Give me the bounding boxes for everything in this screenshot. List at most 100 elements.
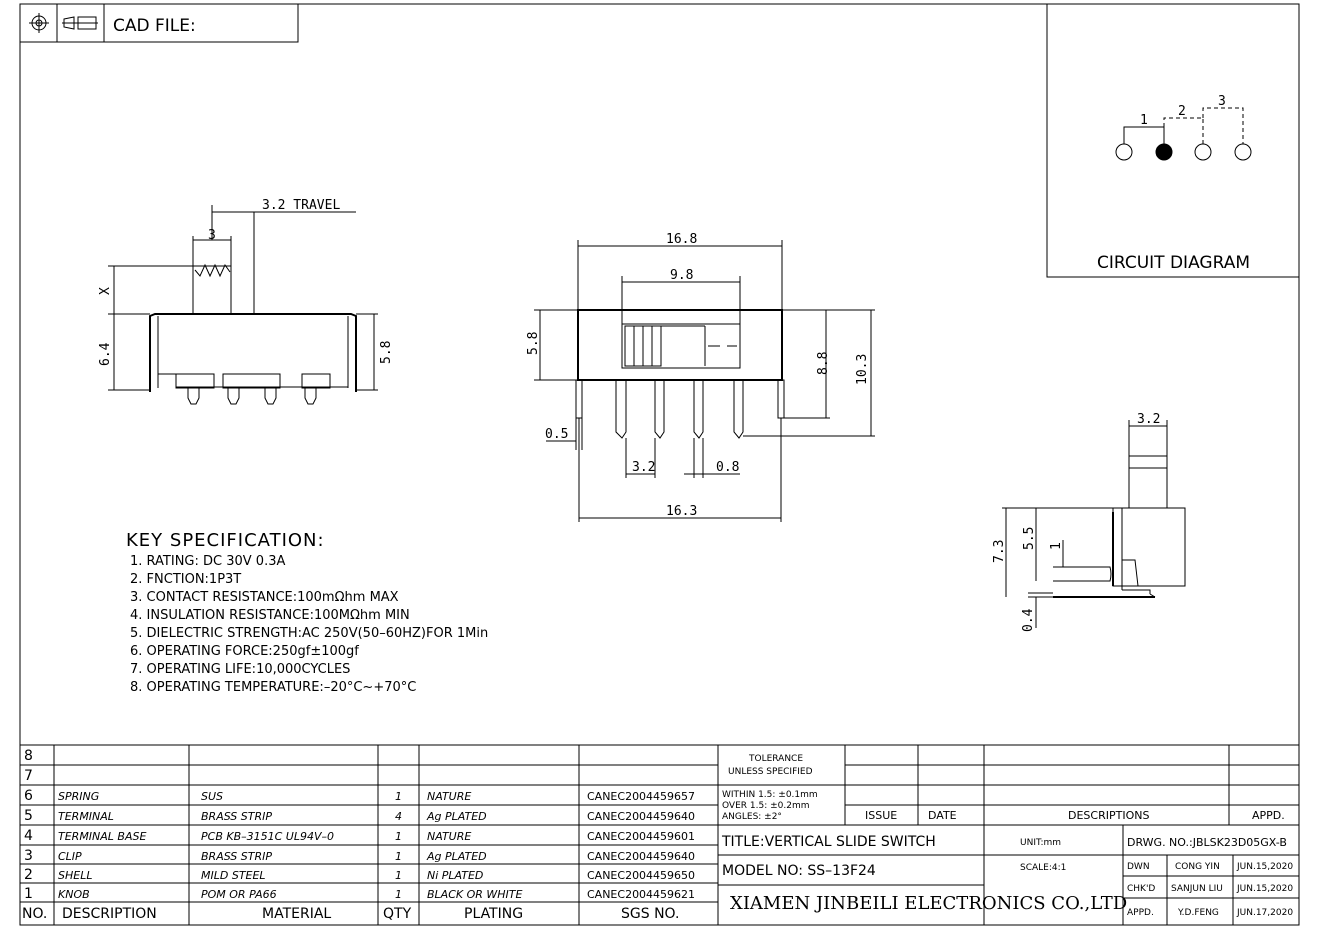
- descriptions-label: DESCRIPTIONS: [1068, 809, 1149, 822]
- bom-cell-desc: TERMINAL: [58, 810, 114, 823]
- pin-circle: [1234, 143, 1252, 161]
- bom-cell-plating: NATURE: [427, 790, 471, 803]
- appd-name: Y.D.FENG: [1177, 908, 1219, 918]
- bom-cell-sgs: CANEC2004459601: [587, 830, 695, 843]
- bom-cell-plating: BLACK OR WHITE: [427, 888, 522, 901]
- bom-cell-material: SUS: [201, 790, 223, 803]
- tolerance-angles: ANGLES: ±2°: [722, 812, 782, 822]
- bom-cell-sgs: CANEC2004459640: [587, 850, 695, 863]
- dwn-date: JUN.15,2020: [1236, 862, 1293, 872]
- sheet-border: [19, 3, 1300, 926]
- bom-table: [20, 744, 1299, 925]
- bom-cell-desc: SPRING: [58, 790, 99, 803]
- col-material: MATERIAL: [262, 906, 331, 922]
- bom-cell-qty: 4: [395, 810, 402, 823]
- spec-title: KEY SPECIFICATION:: [126, 530, 325, 551]
- appd-date: JUN.17,2020: [1236, 908, 1293, 918]
- spec-item: 6. OPERATING FORCE:250gf±100gf: [130, 644, 359, 659]
- dim-0-5: 0.5: [545, 427, 568, 442]
- spec-item: 1. RATING: DC 30V 0.3A: [130, 554, 286, 569]
- bom-cell-no: 7: [24, 768, 33, 784]
- tolerance-line-1: TOLERANCE: [748, 754, 803, 764]
- pin-circle: [1115, 143, 1133, 161]
- chkd-name: SANJUN LIU: [1171, 884, 1223, 894]
- model-number: MODEL NO: SS–13F24: [722, 863, 876, 879]
- chkd-label: CHK'D: [1127, 884, 1155, 894]
- dim-0-8: 0.8: [716, 460, 739, 475]
- projection-symbol-icon: [62, 16, 98, 30]
- bom-cell-material: BRASS STRIP: [201, 810, 272, 823]
- bom-cell-no: 8: [24, 748, 33, 764]
- chkd-date: JUN.15,2020: [1236, 884, 1293, 894]
- bom-cell-no: 1: [24, 886, 33, 902]
- bom-cell-qty: 1: [395, 830, 402, 843]
- spec-item: 3. CONTACT RESISTANCE:100mΩhm MAX: [130, 590, 399, 605]
- bom-cell-plating: Ag PLATED: [426, 850, 487, 863]
- pin-circle: [1194, 143, 1212, 161]
- dim-5-8-side: 5.8: [379, 341, 394, 364]
- bom-cell-material: POM OR PA66: [201, 888, 277, 901]
- date-label: DATE: [928, 809, 957, 822]
- bom-cell-sgs: CANEC2004459640: [587, 810, 695, 823]
- bom-cell-qty: 1: [395, 869, 402, 882]
- bom-cell-no: 2: [24, 867, 33, 883]
- dim-6-4: 6.4: [98, 342, 113, 366]
- spec-item: 2. FNCTION:1P3T: [130, 572, 242, 587]
- dim-5-8-front: 5.8: [526, 332, 541, 355]
- circuit-diagram: 1 2 3 CIRCUIT DIAGRAM: [1046, 4, 1299, 278]
- dim-x: X: [98, 287, 113, 295]
- unit-label: UNIT:mm: [1020, 838, 1061, 848]
- dim-16-3: 16.3: [666, 504, 697, 519]
- bom-cell-material: BRASS STRIP: [201, 850, 272, 863]
- tolerance-within: WITHIN 1.5: ±0.1mm: [722, 790, 818, 800]
- col-sgs: SGS NO.: [621, 906, 679, 922]
- bom-cell-qty: 1: [395, 850, 402, 863]
- title-block: TOLERANCE UNLESS SPECIFIED WITHIN 1.5: ±…: [718, 745, 1299, 925]
- appd-label: APPD.: [1127, 908, 1154, 918]
- bom-cell-desc: TERMINAL BASE: [58, 830, 146, 843]
- company-name: XIAMEN JINBEILI ELECTRONICS CO.,LTD: [730, 893, 1127, 914]
- bom-cell-no: 4: [24, 828, 33, 844]
- dim-5-5: 5.5: [1022, 527, 1037, 550]
- crosshair-icon: [29, 13, 49, 33]
- right-side-view: 3.2 7.3 5.5 1 0.4: [992, 412, 1186, 632]
- bom-cell-plating: NATURE: [427, 830, 471, 843]
- dim-pitch-3-2: 3.2: [632, 460, 655, 475]
- dim-16-8: 16.8: [666, 232, 697, 247]
- col-qty: QTY: [383, 906, 412, 922]
- bom-cell-plating: Ag PLATED: [426, 810, 487, 823]
- pin-label-1: 1: [1140, 113, 1148, 128]
- spec-item: 8. OPERATING TEMPERATURE:–20°C~+70°C: [130, 680, 417, 695]
- pin-circle-common: [1155, 143, 1173, 161]
- tolerance-over: OVER 1.5: ±0.2mm: [722, 801, 809, 811]
- spec-item: 5. DIELECTRIC STRENGTH:AC 250V(50–60HZ)F…: [130, 626, 489, 641]
- drawing-title: TITLE:VERTICAL SLIDE SWITCH: [721, 834, 936, 850]
- cad-file-box: CAD FILE:: [19, 3, 299, 43]
- bom-cell-plating: Ni PLATED: [427, 869, 483, 882]
- spec-item: 7. OPERATING LIFE:10,000CYCLES: [130, 662, 351, 677]
- scale-label: SCALE:4:1: [1020, 863, 1066, 873]
- bom-cell-qty: 1: [395, 790, 402, 803]
- dim-3-2-right: 3.2: [1137, 412, 1160, 427]
- tolerance-line-2: UNLESS SPECIFIED: [728, 767, 813, 777]
- pin-label-2: 2: [1178, 104, 1186, 119]
- key-specification: KEY SPECIFICATION: 1. RATING: DC 30V 0.3…: [126, 530, 488, 697]
- cad-file-label: CAD FILE:: [113, 16, 196, 36]
- side-view: 3 3.2 TRAVEL X 6.4 5.8: [98, 198, 394, 405]
- dwn-label: DWN: [1127, 862, 1150, 872]
- col-plating: PLATING: [464, 906, 523, 922]
- pin-label-3: 3: [1218, 94, 1226, 109]
- dim-travel: 3.2 TRAVEL: [262, 198, 340, 213]
- dim-0-4: 0.4: [1021, 608, 1036, 632]
- dim-9-8: 9.8: [670, 268, 693, 283]
- drawing-number: DRWG. NO.:JBLSK23D05GX-B: [1127, 836, 1287, 849]
- front-view: 16.8 9.8 5.8 8.8 10.3 0.5 3.2 0.8 16.3: [526, 232, 875, 522]
- bom-cell-no: 3: [24, 848, 33, 864]
- bom-cell-material: PCB KB–3151C UL94V–0: [201, 830, 334, 843]
- bom-cell-material: MILD STEEL: [201, 869, 266, 882]
- dim-1: 1: [1049, 542, 1064, 550]
- appd-column-label: APPD.: [1252, 809, 1285, 822]
- bom-header-row: NO. DESCRIPTION MATERIAL QTY PLATING SGS…: [22, 906, 679, 922]
